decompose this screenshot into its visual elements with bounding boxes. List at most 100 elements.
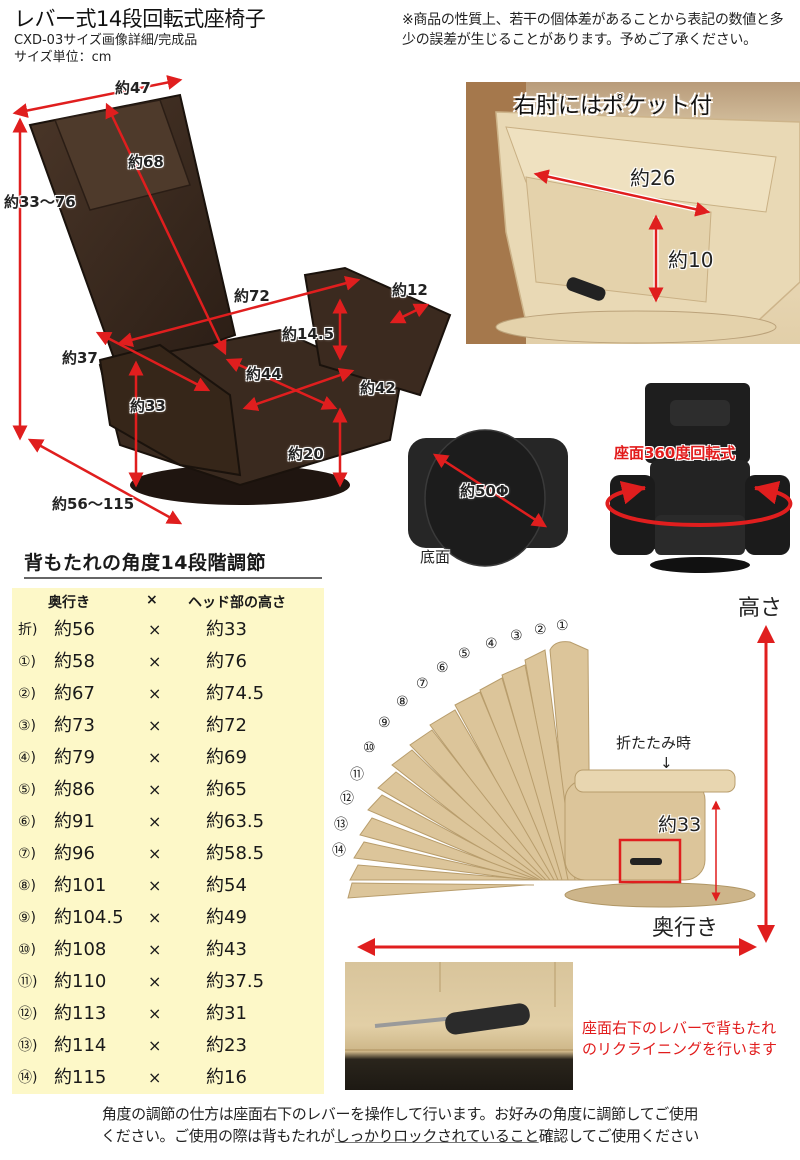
position-4: ④ — [485, 636, 498, 652]
table-row: ⑥) 約91 × 約63.5 — [12, 806, 324, 838]
table-row: ⑨) 約104.5 × 約49 — [12, 902, 324, 934]
row-x: × — [148, 748, 162, 767]
axis-height-label: 高さ — [738, 596, 783, 621]
row-index: ⑦) — [18, 846, 37, 862]
row-height: 約23 — [206, 1035, 247, 1056]
row-index: ③) — [18, 718, 37, 734]
recline-table-heading: 背もたれの角度14段階調節 — [24, 548, 322, 579]
dim-back-length: 約68 — [128, 153, 164, 171]
table-row: ⑭) 約115 × 約16 — [12, 1062, 324, 1094]
row-height: 約43 — [206, 939, 247, 960]
row-height: 約72 — [206, 715, 247, 736]
position-3: ③ — [510, 628, 523, 644]
folded-arrow: ↓ — [660, 754, 673, 772]
table-row: ④) 約79 × 約69 — [12, 742, 324, 774]
row-index: ④) — [18, 750, 37, 766]
position-9: ⑨ — [378, 715, 391, 731]
row-depth: 約91 — [54, 811, 95, 832]
table-row: ⑩) 約108 × 約43 — [12, 934, 324, 966]
main-chair-photo: 約47 約68 約33〜76 約72 約12 約14.5 約37 約44 約42… — [0, 75, 460, 535]
table-row: 折) 約56 × 約33 — [12, 614, 324, 646]
row-depth: 約96 — [54, 843, 95, 864]
dim-armrest-length: 約37 — [62, 349, 98, 367]
footer-line-2-pre: ください。ご使用の際は背もたれが — [101, 1127, 335, 1145]
dim-armrest-span: 約72 — [234, 287, 270, 305]
row-height: 約63.5 — [206, 811, 265, 832]
row-x: × — [148, 876, 162, 895]
table-row: ⑦) 約96 × 約58.5 — [12, 838, 324, 870]
row-x: × — [148, 780, 162, 799]
row-x: × — [148, 1068, 162, 1087]
axis-depth-label: 奥行き — [652, 916, 719, 941]
dim-seat-height: 約20 — [288, 445, 324, 463]
row-index: ⑭) — [18, 1070, 38, 1086]
row-index: 折) — [18, 622, 38, 638]
footer-line-1: 角度の調節の仕方は座面右下のレバーを操作して行います。お好みの角度に調節してご使… — [101, 1105, 699, 1123]
row-depth: 約101 — [54, 875, 107, 896]
row-height: 約76 — [206, 651, 247, 672]
row-depth: 約104.5 — [54, 907, 124, 928]
position-7: ⑦ — [416, 676, 429, 692]
bottom-view-photo: 約50Φ 底面 — [400, 418, 570, 578]
position-1: ① — [556, 618, 569, 634]
page-title: レバー式14段回転式座椅子 — [14, 7, 266, 31]
dim-seat-depth: 約44 — [246, 365, 282, 383]
row-height: 約58.5 — [206, 843, 265, 864]
row-x: × — [148, 716, 162, 735]
footer-note: 角度の調節の仕方は座面右下のレバーを操作して行います。お好みの角度に調節してご使… — [0, 1103, 800, 1147]
dim-pocket-height: 約10 — [668, 248, 714, 272]
row-height: 約37.5 — [206, 971, 265, 992]
dim-armrest-width: 約12 — [392, 281, 428, 299]
row-x: × — [148, 812, 162, 831]
footer-line-2-underlined: しっかりロックされていること — [334, 1127, 539, 1145]
row-index: ⑥) — [18, 814, 37, 830]
row-height: 約49 — [206, 907, 247, 928]
row-x: × — [148, 620, 162, 639]
dim-folded-height: 約33 — [658, 814, 702, 836]
swivel-photo: 座面360度回転式 — [600, 380, 800, 580]
dim-depth-range: 約56〜115 — [52, 495, 135, 513]
header-depth: 奥行き — [48, 595, 90, 611]
row-index: ⑨) — [18, 910, 37, 926]
bottom-illustration — [408, 429, 568, 567]
row-depth: 約58 — [54, 651, 95, 672]
table-row: ⑧) 約101 × 約54 — [12, 870, 324, 902]
recline-table: 奥行き × ヘッド部の高さ 折) 約56 × 約33 ①) 約58 × 約76 … — [12, 588, 324, 1094]
position-11: ⑪ — [350, 767, 364, 783]
table-row: ③) 約73 × 約72 — [12, 710, 324, 742]
dim-armrest-height: 約14.5 — [282, 325, 335, 343]
pocket-illustration — [466, 82, 800, 344]
row-x: × — [148, 972, 162, 991]
position-6: ⑥ — [436, 660, 449, 676]
lever-photo — [345, 962, 573, 1090]
swivel-label: 座面360度回転式 — [614, 444, 736, 462]
row-index: ①) — [18, 654, 37, 670]
table-row: ⑤) 約86 × 約65 — [12, 774, 324, 806]
position-5: ⑤ — [458, 646, 471, 662]
row-height: 約74.5 — [206, 683, 265, 704]
chair-illustration — [12, 75, 452, 525]
row-depth: 約110 — [54, 971, 107, 992]
position-14: ⑭ — [332, 843, 346, 859]
recline-diagram: ① ② ③ ④ ⑤ ⑥ ⑦ ⑧ ⑨ ⑩ ⑪ ⑫ ⑬ ⑭ 折たたみ時 ↓ 約33 … — [330, 580, 800, 960]
row-index: ⑧) — [18, 878, 37, 894]
row-x: × — [148, 1036, 162, 1055]
row-height: 約69 — [206, 747, 247, 768]
row-index: ⑬) — [18, 1038, 38, 1054]
lever-illustration — [345, 962, 573, 1051]
row-depth: 約108 — [54, 939, 107, 960]
position-8: ⑧ — [396, 694, 409, 710]
table-header: 奥行き × ヘッド部の高さ — [12, 592, 324, 616]
row-height: 約31 — [206, 1003, 247, 1024]
dim-width-top: 約47 — [115, 79, 151, 97]
pocket-photo: 右肘にはポケット付 約26 約10 — [466, 82, 800, 344]
position-2: ② — [534, 622, 547, 638]
recline-illustration — [347, 625, 775, 956]
table-row: ⑬) 約114 × 約23 — [12, 1030, 324, 1062]
position-10: ⑩ — [363, 740, 376, 756]
swivel-illustration — [605, 383, 793, 573]
unit-note: サイズ単位：cm — [14, 50, 112, 65]
row-x: × — [148, 908, 162, 927]
row-depth: 約115 — [54, 1067, 107, 1088]
row-x: × — [148, 652, 162, 671]
